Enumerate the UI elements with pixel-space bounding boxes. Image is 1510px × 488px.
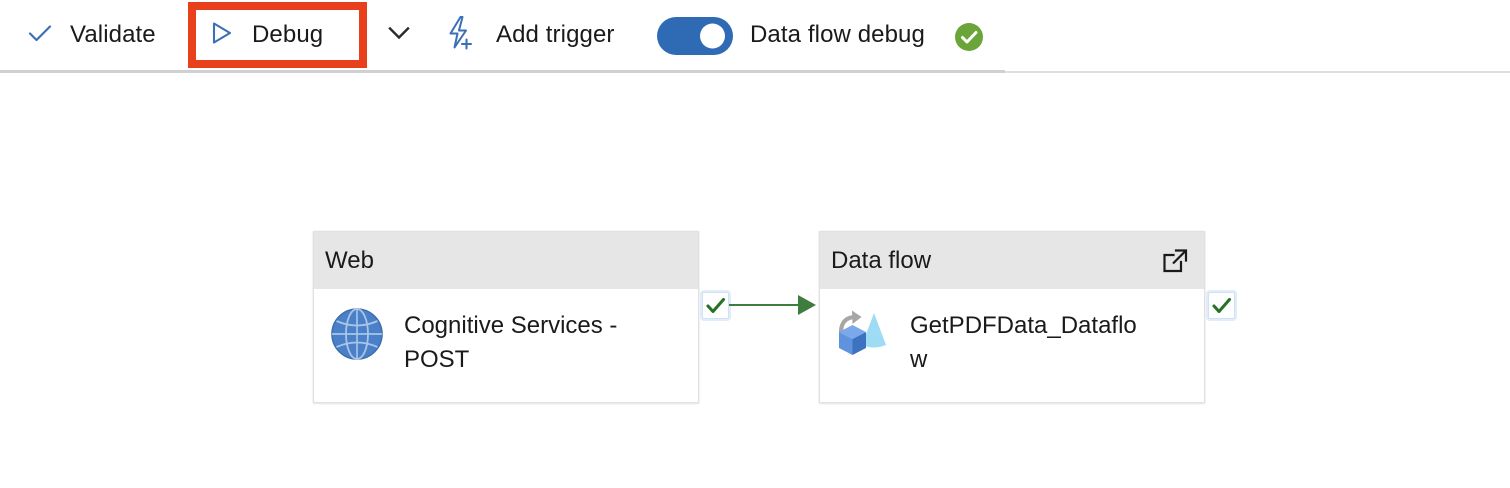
add-trigger-label: Add trigger [496, 21, 615, 48]
node-type-label: Data flow [831, 246, 932, 274]
toggle-switch-on-icon [657, 17, 733, 55]
green-check-icon [1212, 297, 1232, 314]
activity-node-data-flow[interactable]: Data flow [819, 231, 1205, 403]
node-header: Data flow [820, 232, 1204, 289]
debug-button[interactable]: Debug [206, 13, 323, 57]
open-in-new-icon[interactable] [1159, 245, 1191, 277]
toolbar-divider-secondary [1005, 71, 1510, 73]
data-flow-debug-label: Data flow debug [750, 21, 925, 48]
green-check-icon [706, 297, 726, 314]
node-body: GetPDFData_Dataflow [820, 289, 1204, 401]
node-header: Web [314, 232, 698, 289]
activity-node-web[interactable]: Web Cognitive Services - POST [313, 231, 699, 403]
data-flow-debug-status-badge [953, 21, 985, 53]
validate-label: Validate [70, 21, 156, 48]
node-body: Cognitive Services - POST [314, 289, 698, 401]
node-title: GetPDFData_Dataflow [910, 312, 1137, 373]
node-type-label: Web [325, 246, 374, 274]
data-flow-icon [834, 305, 892, 363]
node-success-output-handle[interactable] [702, 292, 729, 319]
data-flow-debug-label-wrap: Data flow debug [750, 13, 925, 57]
chevron-down-icon [382, 16, 416, 55]
data-flow-debug-toggle[interactable] [656, 17, 734, 55]
check-icon [26, 19, 54, 52]
pipeline-canvas[interactable]: Web Cognitive Services - POST [0, 73, 1510, 488]
debug-dropdown-button[interactable] [382, 18, 416, 52]
node-title: Cognitive Services - POST [404, 312, 618, 373]
success-connector-line [729, 304, 802, 306]
globe-icon [328, 305, 386, 363]
pipeline-toolbar: Validate Debug Add trigger [0, 0, 1510, 73]
play-triangle-icon [206, 18, 236, 53]
success-connector-arrowhead [798, 295, 816, 315]
green-check-circle-icon [955, 23, 983, 51]
add-trigger-button[interactable]: Add trigger [443, 13, 615, 57]
toolbar-divider [0, 70, 1005, 73]
debug-label: Debug [252, 21, 324, 48]
lightning-bolt-plus-icon [443, 14, 479, 57]
validate-button[interactable]: Validate [26, 13, 156, 57]
node-success-output-handle[interactable] [1208, 292, 1235, 319]
